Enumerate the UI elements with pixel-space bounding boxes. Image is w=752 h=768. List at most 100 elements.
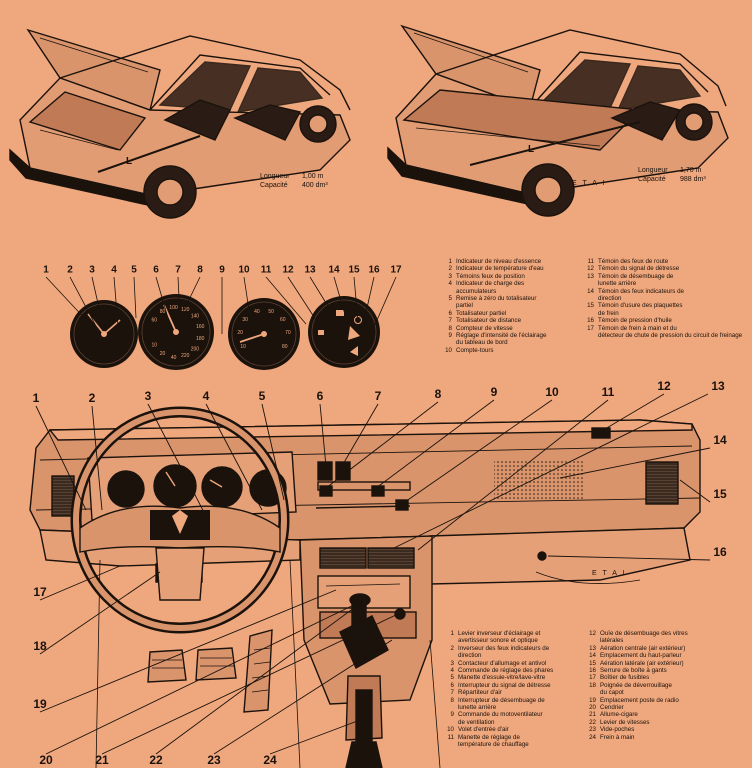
dashboard-callout-number: 20	[39, 753, 53, 767]
legend-text: Totalisateur de distance	[456, 317, 522, 325]
gauge-leader-line	[333, 276, 347, 319]
legend-number: 9	[450, 711, 454, 719]
cigar-lighter	[394, 608, 406, 620]
legend-text: Frein à main	[600, 733, 635, 741]
legend-text: Réglage d'intensité de l'éclairage	[456, 332, 547, 340]
legend-text: Ouïe de désembuage des vitres	[600, 630, 688, 637]
svg-text:L: L	[126, 156, 132, 167]
legend-text: Commande de réglage des phares	[458, 667, 554, 675]
legend-number: 22	[589, 718, 596, 726]
etai-brand-top: E T A I	[572, 180, 607, 187]
legend-item: 8 Interrupteur de désembuage de	[444, 697, 553, 704]
legend-text: Aération latérale (air extérieur)	[600, 659, 684, 667]
legend-text: Inverseur des feux indicateurs de	[458, 644, 550, 652]
scale-mark: 10	[240, 344, 246, 350]
legend-text: Indicateur de niveau d'essence	[456, 258, 542, 265]
dashboard-leader-line	[679, 479, 711, 503]
dashboard-callout-number: 21	[95, 753, 109, 767]
gauge-callout-number: 11	[260, 264, 272, 276]
legend-text-continued: latérales	[600, 637, 624, 645]
legend-number: 4	[450, 667, 454, 675]
legend-number: 5	[448, 295, 452, 303]
dashboard-callout-number: 19	[33, 697, 47, 711]
dashboard-callout-number: 18	[33, 639, 47, 653]
legend-number: 3	[450, 659, 454, 667]
legend-number: 10	[447, 726, 454, 734]
legend-text-continued: de ventilation	[458, 718, 495, 726]
gauge-callout-number: 4	[111, 264, 117, 276]
length-value: 1,70 m	[680, 167, 702, 174]
dashboard-leader-line	[341, 403, 379, 467]
legend-text-continued: détecteur de chute de pression du circui…	[598, 332, 743, 340]
scale-mark: 20	[160, 351, 166, 357]
legend-number: 1	[450, 630, 454, 637]
scale-mark: 180	[196, 336, 205, 342]
legend-number: 12	[587, 265, 594, 273]
legend-number: 2	[448, 265, 452, 273]
dashboard-leader-line	[319, 403, 327, 467]
scale-mark: 100	[169, 305, 178, 311]
dashboard-illustration	[29, 393, 711, 768]
dashboard-callout-number: 23	[207, 753, 221, 767]
dashboard-leader-line	[375, 399, 495, 489]
legend-number: 16	[587, 317, 594, 325]
scale-mark: 40	[171, 355, 177, 361]
legend-item: 13 Témoin de désembuage de	[584, 273, 748, 280]
dashboard-leader-line	[155, 601, 363, 755]
gauge-leader-line	[69, 276, 97, 327]
legend-text: Emplacement du haut-parleur	[600, 652, 682, 660]
legend-text-continued: température de chauffage	[458, 741, 529, 749]
legend-number: 1	[448, 258, 452, 265]
legend-number: 8	[448, 324, 452, 332]
dashboard-callout-number: 3	[144, 389, 152, 403]
dashboard-callout-number: 17	[33, 585, 47, 599]
gauge-callout-number: 14	[328, 264, 340, 276]
gauge-callout-number: 6	[153, 264, 159, 276]
dashboard-callout-number: 24	[263, 753, 277, 767]
legend-number: 2	[450, 644, 454, 652]
legend-text: Totalisateur partiel	[456, 309, 507, 317]
legend-text-continued: lunette arrière	[598, 280, 637, 288]
legend-number: 6	[448, 309, 452, 317]
legend-text: Interrupteur de désembuage de	[458, 696, 545, 704]
legend-text: Remise à zéro du totalisateur	[456, 295, 537, 303]
legend-number: 17	[589, 674, 596, 682]
legend-text: Indicateur de charge des	[456, 280, 525, 288]
dashboard-callout-number: 12	[657, 379, 671, 393]
legend-text: Témoin des feux de route	[598, 258, 669, 265]
gauge-leader-line	[287, 276, 317, 321]
legend-number: 19	[589, 696, 596, 704]
legend-number: 13	[587, 272, 594, 280]
capacity-label: Capacité	[260, 182, 288, 189]
legend-item: 12 Témoin du signal de détresse	[584, 265, 748, 272]
legend-number: 8	[450, 696, 454, 704]
legend-item: 6 Totalisateur partiel	[442, 310, 546, 317]
scale-mark: 70	[285, 330, 291, 336]
gauge-leader-line	[177, 276, 181, 319]
legend-item: 11 Témoin des feux de route	[584, 258, 748, 265]
legend-number: 9	[448, 332, 452, 340]
gauge-callout-number: 13	[304, 264, 316, 276]
gauge-callout-number: 12	[282, 264, 294, 276]
legend-text-continued: partiel	[456, 302, 473, 310]
dashboard-callout-number: 13	[711, 379, 725, 393]
legend-text: Témoin de désembuage de	[598, 272, 674, 280]
legend-text: Témoin du signal de détresse	[598, 265, 680, 273]
legend-number: 11	[587, 258, 594, 265]
dashboard-leader-line	[599, 393, 665, 433]
legend-text: Contacteur d'allumage et antivol	[458, 659, 547, 667]
scale-mark: 80	[282, 344, 288, 350]
